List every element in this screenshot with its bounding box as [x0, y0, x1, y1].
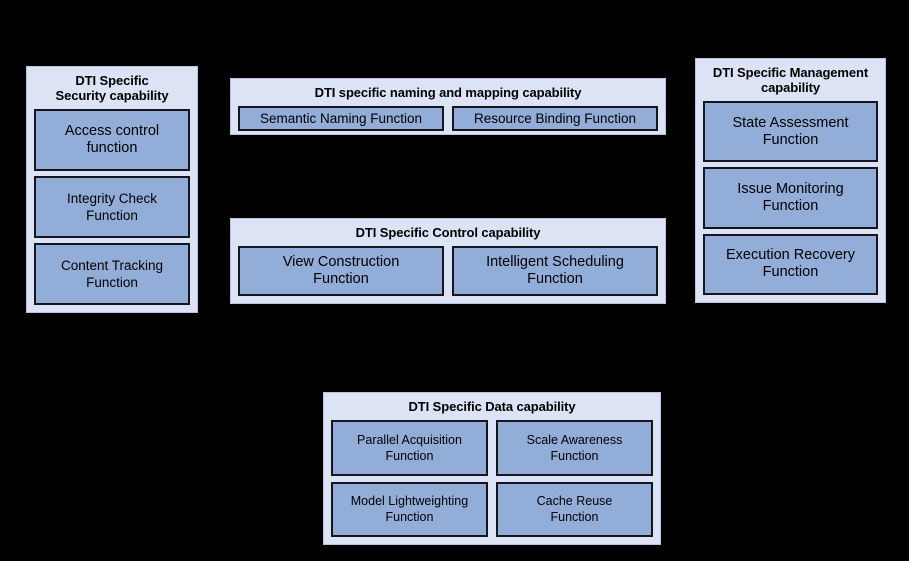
function-content-tracking-label: Content Tracking Function [61, 257, 163, 291]
function-execution-recovery[interactable]: Execution Recovery Function [703, 233, 878, 295]
panel-management-title-line2: capability [761, 80, 820, 95]
function-model-lightweighting[interactable]: Model Lightweighting Function [331, 481, 488, 537]
function-integrity-check-line2: Function [86, 208, 138, 223]
function-issue-monitoring-label: Issue Monitoring Function [737, 181, 843, 215]
data-function-row-2: Model Lightweighting Function Cache Reus… [331, 481, 653, 537]
management-function-list: State Assessment Function Issue Monitori… [703, 101, 878, 295]
panel-security-capability: DTI Specific Security capability Access … [26, 66, 198, 313]
function-parallel-acquisition-label: Parallel Acquisition Function [357, 432, 462, 464]
function-scale-awareness-line1: Scale Awareness [526, 432, 623, 447]
function-issue-monitoring[interactable]: Issue Monitoring Function [703, 167, 878, 229]
panel-control-capability: DTI Specific Control capability View Con… [230, 218, 666, 304]
panel-naming-mapping-capability: DTI specific naming and mapping capabili… [230, 78, 666, 135]
function-view-construction-line2: Function [313, 271, 369, 287]
function-execution-recovery-line1: Execution Recovery [726, 247, 855, 264]
function-content-tracking[interactable]: Content Tracking Function [34, 243, 190, 305]
function-content-tracking-line2: Function [86, 275, 138, 290]
function-model-lightweighting-label: Model Lightweighting Function [351, 493, 468, 525]
security-function-list: Access control function Integrity Check … [34, 109, 190, 305]
naming-function-list: Semantic Naming Function Resource Bindin… [238, 106, 658, 131]
function-access-control-label: Access control function [65, 123, 159, 157]
panel-security-title: DTI Specific Security capability [34, 73, 190, 103]
function-intelligent-scheduling-line2: Function [527, 271, 583, 287]
panel-management-title-line1: DTI Specific Management [712, 65, 869, 80]
function-issue-monitoring-line2: Function [762, 197, 819, 214]
function-content-tracking-line1: Content Tracking [60, 258, 164, 273]
data-function-list: Parallel Acquisition Function Scale Awar… [331, 420, 653, 537]
function-view-construction-line1: View Construction [282, 254, 400, 270]
function-state-assessment-label: State Assessment Function [732, 115, 848, 149]
function-access-control[interactable]: Access control function [34, 109, 190, 171]
function-cache-reuse-line2: Function [550, 510, 599, 525]
function-scale-awareness-label: Scale Awareness Function [527, 432, 623, 464]
function-intelligent-scheduling-label: Intelligent Scheduling Function [486, 254, 624, 288]
function-parallel-acquisition-line1: Parallel Acquisition [357, 432, 462, 447]
function-scale-awareness-line2: Function [550, 448, 599, 463]
data-function-row-1: Parallel Acquisition Function Scale Awar… [331, 420, 653, 476]
function-parallel-acquisition-line2: Function [385, 448, 434, 463]
panel-security-title-line1: DTI Specific [75, 73, 149, 88]
function-execution-recovery-label: Execution Recovery Function [726, 247, 855, 281]
function-parallel-acquisition[interactable]: Parallel Acquisition Function [331, 420, 488, 476]
panel-management-title: DTI Specific Management capability [703, 65, 878, 95]
function-model-lightweighting-line2: Function [385, 510, 434, 525]
function-integrity-check-label: Integrity Check Function [67, 190, 157, 224]
function-cache-reuse-line1: Cache Reuse [536, 494, 613, 509]
panel-management-capability: DTI Specific Management capability State… [695, 58, 886, 303]
function-state-assessment-line2: Function [762, 131, 819, 148]
function-state-assessment[interactable]: State Assessment Function [703, 101, 878, 163]
function-integrity-check[interactable]: Integrity Check Function [34, 176, 190, 238]
function-resource-binding[interactable]: Resource Binding Function [452, 106, 658, 131]
function-access-control-line1: Access control [64, 123, 160, 139]
function-integrity-check-line1: Integrity Check [66, 191, 158, 206]
control-function-list: View Construction Function Intelligent S… [238, 246, 658, 296]
function-access-control-line2: function [86, 140, 138, 156]
function-scale-awareness[interactable]: Scale Awareness Function [496, 420, 653, 476]
panel-control-title: DTI Specific Control capability [355, 225, 541, 240]
function-view-construction-label: View Construction Function [283, 254, 400, 288]
panel-naming-title: DTI specific naming and mapping capabili… [314, 85, 582, 100]
function-view-construction[interactable]: View Construction Function [238, 246, 444, 296]
function-semantic-naming[interactable]: Semantic Naming Function [238, 106, 444, 131]
function-cache-reuse-label: Cache Reuse Function [537, 493, 613, 525]
function-intelligent-scheduling[interactable]: Intelligent Scheduling Function [452, 246, 658, 296]
function-model-lightweighting-line1: Model Lightweighting [350, 494, 469, 509]
function-issue-monitoring-line1: Issue Monitoring [737, 180, 844, 197]
function-state-assessment-line1: State Assessment [732, 114, 849, 131]
panel-security-title-line2: Security capability [55, 88, 169, 103]
panel-data-title: DTI Specific Data capability [408, 399, 576, 414]
function-intelligent-scheduling-line1: Intelligent Scheduling [486, 254, 624, 270]
function-execution-recovery-line2: Function [762, 264, 819, 281]
panel-data-capability: DTI Specific Data capability Parallel Ac… [323, 392, 661, 545]
function-cache-reuse[interactable]: Cache Reuse Function [496, 481, 653, 537]
